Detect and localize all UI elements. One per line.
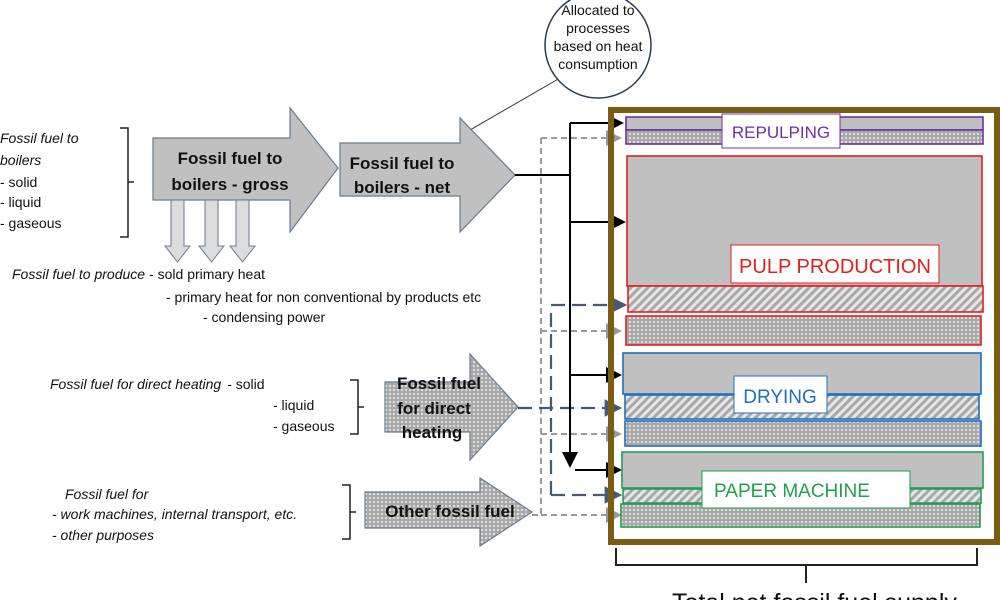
other-item: - other purposes <box>52 527 154 543</box>
callout-pointer <box>469 77 561 131</box>
produce-text: Fossil fuel to produce- sold primary hea… <box>12 266 265 282</box>
arrow-gross-label: Fossil fuel to <box>178 149 283 168</box>
process-drying: DRYING <box>622 352 982 447</box>
other-label: Fossil fuel for <box>65 486 150 502</box>
process-pulp-production: PULP PRODUCTION <box>625 155 984 346</box>
process-repulping: REPULPING <box>625 113 984 149</box>
produce-item: - sold primary heat <box>149 266 265 282</box>
other-item: - work machines, internal transport, etc… <box>52 506 297 522</box>
brace <box>350 379 364 435</box>
direct-label: Fossil fuel for direct heating <box>50 376 221 392</box>
arrow-direct-label: for direct <box>397 399 471 418</box>
process-label: REPULPING <box>732 123 830 142</box>
brace <box>342 484 356 540</box>
produce-item: - condensing power <box>203 309 326 325</box>
direct-item: - solid <box>227 376 264 392</box>
boiler-connectors <box>515 115 626 478</box>
process-label: PAPER MACHINE <box>714 481 870 502</box>
boilers-input-text: Fossil fuel to boilers - solid - liquid … <box>0 130 79 231</box>
arrow-other-label: Other fossil fuel <box>385 502 514 521</box>
callout-line: based on heat <box>554 38 643 54</box>
callout-line: consumption <box>558 56 637 72</box>
boilers-input-title: boilers <box>0 152 41 168</box>
process-paper-machine: PAPER MACHINE <box>620 451 984 528</box>
produce-item: - primary heat for non conventional by p… <box>166 289 481 305</box>
arrow-gross-label: boilers - gross <box>171 175 288 194</box>
direct-item: - liquid <box>273 397 314 413</box>
brace <box>120 127 134 238</box>
arrow-direct-label: heating <box>402 423 462 442</box>
direct-text: Fossil fuel for direct heating - solid <box>50 376 265 392</box>
boilers-input-item: - gaseous <box>0 215 61 231</box>
produce-label: Fossil fuel to produce <box>12 266 145 282</box>
boilers-input-item: - solid <box>0 174 37 190</box>
arrow-direct-label: Fossil fuel <box>397 374 481 393</box>
down-arrows <box>163 199 257 263</box>
callout-line: processes <box>566 20 630 36</box>
arrow-net-label: Fossil fuel to <box>350 154 455 173</box>
total-label: Total net fossil fuel supply <box>672 589 957 600</box>
process-label: PULP PRODUCTION <box>739 256 931 278</box>
callout-text: Allocated to processes based on heat con… <box>554 2 643 72</box>
arrow-net-label: boilers - net <box>354 178 451 197</box>
callout-circle <box>544 0 652 99</box>
mill-frame <box>608 107 1000 545</box>
arrow-direct <box>384 352 519 462</box>
other-fuel-connectors <box>532 130 622 523</box>
arrow-net <box>339 116 516 234</box>
boilers-input-item: - liquid <box>0 194 41 210</box>
total-brace <box>615 548 978 583</box>
arrow-other <box>364 476 534 548</box>
boilers-input-title: Fossil fuel to <box>0 130 79 146</box>
process-label: DRYING <box>743 387 817 408</box>
direct-item: - gaseous <box>273 418 334 434</box>
callout-line: Allocated to <box>561 2 634 18</box>
